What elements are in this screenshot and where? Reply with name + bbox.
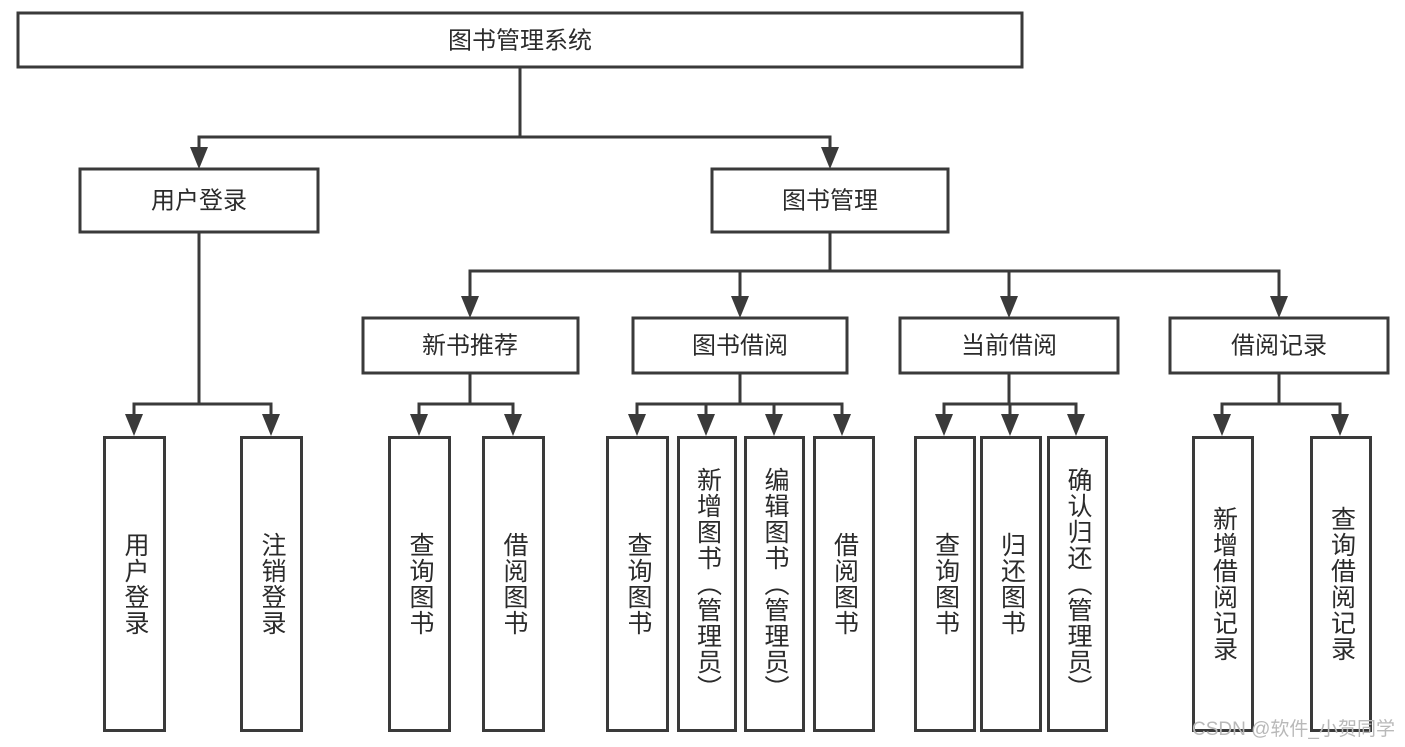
node-root[interactable]: 图书管理系统 bbox=[16, 11, 1024, 69]
node-root-label: 图书管理系统 bbox=[448, 27, 592, 54]
leaf-node-add-book-admin[interactable]: 新增图书（管理员） bbox=[677, 436, 737, 732]
leaf-label: 查询图书 bbox=[624, 532, 652, 636]
leaf-node-borrow-books-recommend[interactable]: 借阅图书 bbox=[482, 436, 545, 732]
node-borrow-records[interactable]: 借阅记录 bbox=[1168, 316, 1390, 375]
leaf-node-add-borrow-record[interactable]: 新增借阅记录 bbox=[1192, 436, 1254, 732]
node-new-book-recommend-label: 新书推荐 bbox=[422, 332, 518, 359]
leaf-node-query-books-current[interactable]: 查询图书 bbox=[914, 436, 976, 732]
connector-books-to-level3 bbox=[461, 230, 1288, 318]
leaf-node-query-books-recommend[interactable]: 查询图书 bbox=[388, 436, 451, 732]
leaf-node-query-books-borrow[interactable]: 查询图书 bbox=[606, 436, 669, 732]
connector-current-to-leaves bbox=[935, 371, 1085, 436]
leaf-label: 用户登录 bbox=[121, 532, 149, 636]
connector-login-to-leaves bbox=[125, 230, 280, 436]
leaf-label: 新增借阅记录 bbox=[1209, 506, 1238, 662]
node-current-borrow-label: 当前借阅 bbox=[961, 332, 1057, 359]
leaf-label: 编辑图书（管理员） bbox=[761, 467, 789, 701]
node-book-management-label: 图书管理 bbox=[782, 187, 878, 214]
connector-records-to-leaves bbox=[1213, 371, 1349, 436]
node-user-login-label: 用户登录 bbox=[151, 187, 247, 214]
node-user-login[interactable]: 用户登录 bbox=[78, 167, 320, 234]
connector-borrow-to-leaves bbox=[628, 371, 851, 436]
leaf-label: 注销登录 bbox=[258, 532, 286, 636]
node-book-management[interactable]: 图书管理 bbox=[710, 167, 950, 234]
leaf-node-return-book[interactable]: 归还图书 bbox=[980, 436, 1042, 732]
node-new-book-recommend[interactable]: 新书推荐 bbox=[361, 316, 580, 375]
leaf-label: 确认归还（管理员） bbox=[1064, 467, 1092, 701]
leaf-node-user-login[interactable]: 用户登录 bbox=[103, 436, 166, 732]
node-book-borrow[interactable]: 图书借阅 bbox=[631, 316, 849, 375]
leaf-node-borrow-book[interactable]: 借阅图书 bbox=[813, 436, 875, 732]
connector-root-to-level2 bbox=[190, 65, 839, 169]
node-current-borrow[interactable]: 当前借阅 bbox=[898, 316, 1120, 375]
leaf-label: 归还图书 bbox=[997, 532, 1026, 636]
leaf-node-query-borrow-record[interactable]: 查询借阅记录 bbox=[1310, 436, 1372, 732]
leaf-node-edit-book-admin[interactable]: 编辑图书（管理员） bbox=[744, 436, 805, 732]
node-book-borrow-label: 图书借阅 bbox=[692, 332, 788, 359]
leaf-label: 借阅图书 bbox=[830, 532, 859, 636]
connector-newbooks-to-leaves bbox=[410, 371, 522, 436]
leaf-node-logout[interactable]: 注销登录 bbox=[240, 436, 303, 732]
leaf-label: 新增图书（管理员） bbox=[693, 467, 722, 701]
leaf-label: 查询图书 bbox=[931, 532, 960, 636]
leaf-node-confirm-return-admin[interactable]: 确认归还（管理员） bbox=[1047, 436, 1108, 732]
node-borrow-records-label: 借阅记录 bbox=[1231, 332, 1327, 359]
leaf-label: 查询借阅记录 bbox=[1327, 506, 1356, 662]
leaf-label: 借阅图书 bbox=[500, 532, 528, 636]
leaf-label: 查询图书 bbox=[406, 532, 434, 636]
